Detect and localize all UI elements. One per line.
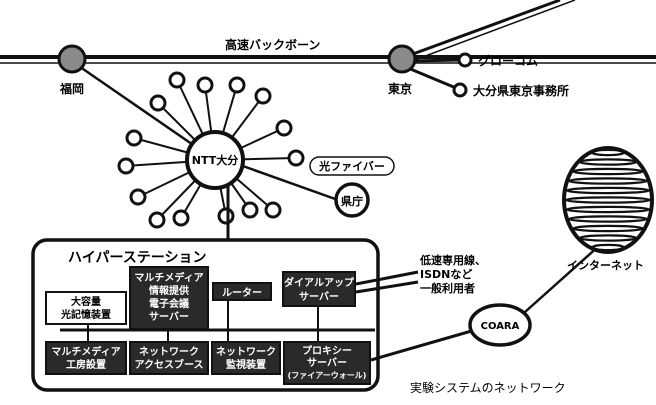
backbone-label: 高速バックボーン: [225, 37, 320, 52]
proxy-line-1: プロキシー: [302, 344, 352, 357]
monitor-line-1: ネットワーク: [216, 346, 276, 358]
spoke-terminal-node: [254, 87, 272, 105]
spoke-terminal-node: [129, 188, 147, 206]
link-glocom: [409, 58, 461, 63]
spoke-terminal-node: [168, 71, 186, 89]
prefecture-node: [334, 182, 370, 218]
spoke-terminal-node: [125, 129, 143, 147]
globe-band: [590, 243, 626, 252]
monitor-line-2: 監視装置: [226, 358, 266, 371]
globe-band: [564, 196, 652, 204]
oita-office-node: [452, 82, 468, 98]
storage-line-2: 光記憶装置: [60, 308, 111, 321]
internet-label: インターネット: [567, 259, 644, 272]
fukuoka-label: 福岡: [59, 81, 84, 96]
link-ntt-prefecture: [239, 163, 339, 202]
spoke-terminal-node: [148, 211, 166, 229]
link-dialup-users-2: [355, 280, 419, 294]
globe-band: [590, 148, 626, 157]
workshop-line-1: マルチメディア: [51, 345, 120, 358]
multimedia-server-box: [129, 266, 209, 330]
access-booth-line-1: ネットワーク: [139, 346, 199, 358]
oita-office-label: 大分県東京事務所: [473, 83, 569, 98]
tokyo-label: 東京: [388, 81, 412, 96]
dialup-server-box: [282, 271, 356, 307]
spoke-terminal-node: [117, 157, 135, 175]
backbone-diagonal: [401, 0, 561, 60]
storage-box: [45, 291, 127, 325]
glocom-node: [457, 52, 473, 68]
router-box: [212, 282, 272, 301]
users-line-2: ISDNなど: [420, 268, 472, 281]
link-oita-office: [407, 66, 457, 90]
hyper-station: ハイパーステーション 大容量 光記憶装置 マルチメディア 情報提供 電子会議 サ…: [31, 238, 380, 392]
users-line-1: 低速専用線、: [419, 253, 486, 267]
dialup-line-2: サーバー: [299, 291, 339, 303]
external-links: 低速専用線、 ISDNなど 一般利用者 COARA: [355, 244, 601, 362]
storage-line-1: 大容量: [71, 295, 101, 308]
link-coara-internet: [524, 244, 601, 313]
coara-node: [468, 303, 532, 347]
spoke-terminal-node: [196, 76, 214, 94]
backbone: 高速バックボーン 福岡 東京 グローコム 大分県東京事務所: [0, 0, 656, 162]
workshop-line-2: 工房設置: [66, 358, 106, 371]
access-booth-line-2: アクセスブース: [135, 358, 204, 371]
glocom-label: グローコム: [478, 53, 538, 68]
spoke-terminal-node: [287, 149, 305, 167]
fiber-label: 光ファイバー: [318, 159, 385, 173]
spoke-terminal-node: [172, 209, 190, 227]
fiber-callout: [309, 156, 395, 176]
ntt-hub-label: NTT大分: [192, 153, 238, 167]
backbone-diagonal-thin: [403, 0, 576, 65]
proxy-box: [283, 341, 371, 385]
proxy-line-2: サーバー: [307, 357, 347, 369]
multimedia-line-1: マルチメディア: [134, 271, 203, 284]
spoke-terminal-node: [241, 201, 259, 219]
users-line-3: 一般利用者: [420, 281, 475, 295]
globe-band: [565, 205, 651, 214]
router-label: ルーター: [222, 287, 262, 299]
globe-band: [578, 158, 638, 166]
hyper-station-title: ハイパーステーション: [68, 250, 206, 266]
prefecture-label: 県庁: [341, 194, 363, 208]
globe-band: [572, 167, 644, 176]
link-proxy-coara: [370, 328, 476, 362]
multimedia-line-3: 電子会議: [149, 297, 189, 310]
multimedia-line-4: サーバー: [149, 311, 189, 323]
globe-band: [567, 177, 649, 185]
spoke-terminal-node: [149, 94, 167, 112]
link-dialup-users-1: [355, 270, 419, 286]
globe-band: [572, 224, 644, 233]
globe-band: [565, 186, 651, 195]
globe-bands: [564, 148, 652, 252]
access-booth-box: [129, 341, 209, 375]
ntt-hub-node: [185, 130, 245, 190]
spoke-terminal-node: [228, 76, 246, 94]
tokyo-node: [387, 44, 417, 74]
globe-band: [578, 234, 638, 242]
spoke-terminal-node: [264, 201, 282, 219]
workshop-box: [45, 341, 127, 375]
multimedia-line-2: 情報提供: [149, 284, 189, 297]
spoke-terminal-node: [275, 119, 293, 137]
diagram-caption: 実験システムのネットワーク: [410, 380, 566, 395]
monitor-box: [211, 341, 281, 375]
ntt-hub: NTT大分 光ファイバー 県庁: [185, 130, 395, 290]
proxy-line-3: (ファイアーウォール): [288, 371, 367, 380]
dialup-line-1: ダイアルアップ: [284, 276, 355, 289]
coara-label: COARA: [481, 321, 520, 332]
fukuoka-node: [57, 44, 87, 74]
internet-globe: インターネット: [562, 146, 654, 272]
globe-band: [567, 215, 649, 223]
spoke-terminal-node: [217, 207, 235, 225]
